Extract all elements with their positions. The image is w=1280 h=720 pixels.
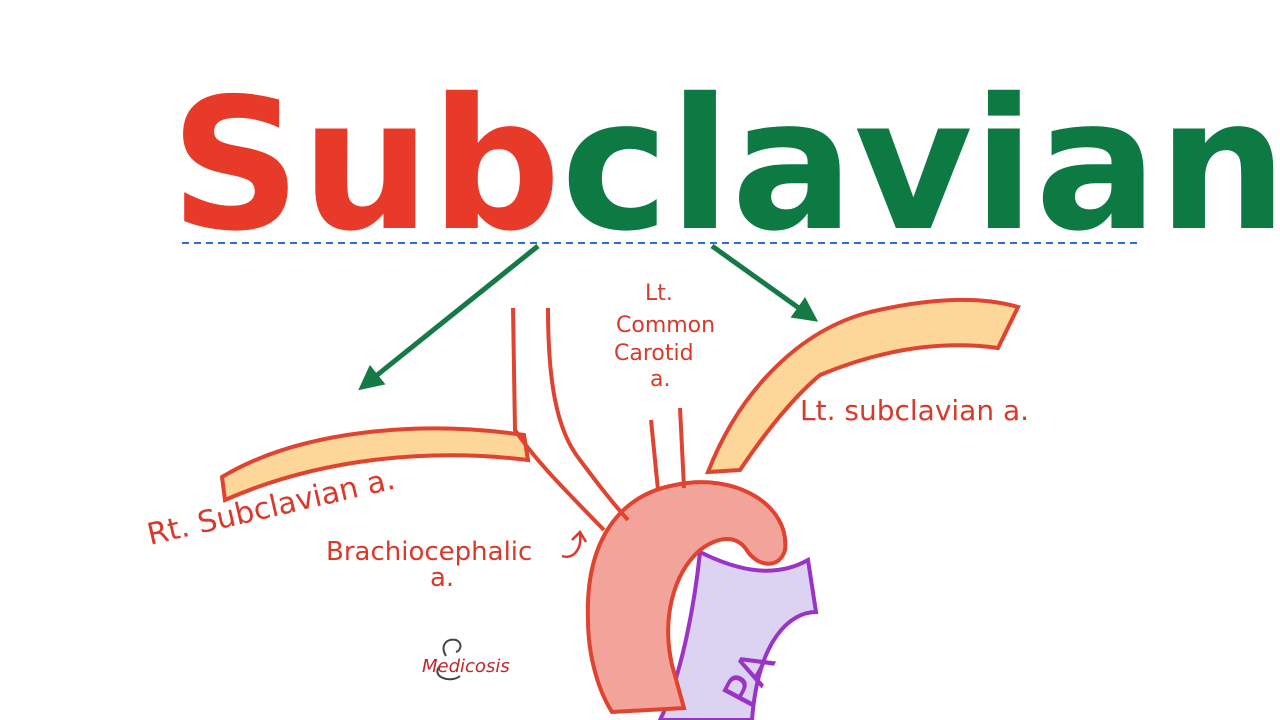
left-subclavian-artery — [704, 297, 1021, 475]
pulmonary-artery — [657, 548, 819, 720]
medicosis-logo: Medicosis — [422, 638, 510, 681]
left-common-carotid-artery — [649, 407, 686, 491]
label-brachiocephalic: Brachiocephalic a. — [326, 537, 541, 593]
stethoscope-icon — [436, 638, 462, 681]
title-part-clavian: clavian — [561, 59, 1280, 271]
brachiocephalic-pointer-arrow — [561, 529, 588, 559]
aortic-arch — [585, 480, 788, 715]
arrow-to-right-subclavian — [358, 244, 540, 391]
title: Subclavian — [170, 59, 1280, 271]
label-left-subclavian: Lt. subclavian a. — [800, 394, 1029, 427]
logo-text: Medicosis — [422, 656, 510, 677]
label-left-common-carotid: Lt. Common Carotid a. — [614, 281, 722, 392]
right-subclavian-artery — [219, 426, 531, 503]
brachiocephalic-trunk — [546, 307, 630, 522]
arrow-to-left-subclavian — [710, 243, 819, 322]
title-part-sub: Sub — [170, 59, 561, 271]
right-common-carotid-artery — [511, 307, 606, 532]
